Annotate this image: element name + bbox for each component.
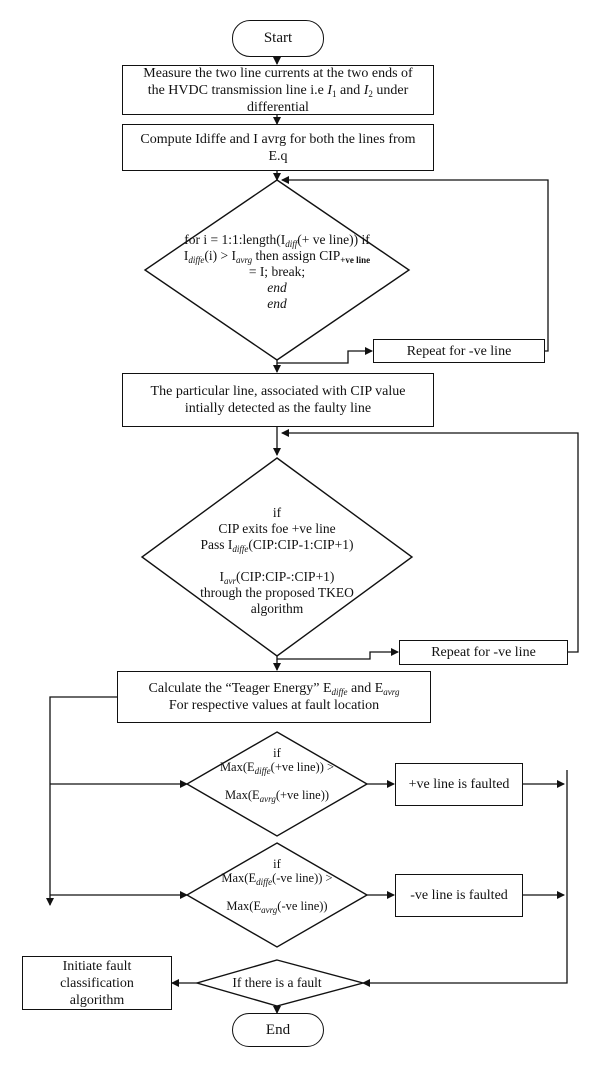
d1-sub-diffe: diffe [188, 255, 205, 265]
d3-line1: if [273, 746, 281, 760]
decision-negative-line-max [185, 842, 369, 948]
compute-line2: E.q [268, 148, 288, 164]
initiate-classification-box: Initiate fault classification algorithm [22, 956, 172, 1010]
start-terminal: Start [232, 20, 324, 57]
d3-line2: Max(E [219, 760, 255, 774]
d2-line5: through the proposed TKEO [200, 585, 354, 600]
initiate-line2: algorithm [69, 992, 125, 1008]
repeat-negative-line-box-1: Repeat for -ve line [373, 339, 545, 363]
decision-loop-positive-line [143, 179, 411, 361]
d1-line2-a: I [183, 248, 189, 263]
d1-line3: = I; break; [248, 264, 306, 279]
decision-fault-text: If there is a fault [232, 975, 322, 990]
teager-energy-box: Calculate the “Teager Energy” Ediffe and… [117, 671, 431, 723]
d1-sub-ve-line: +ve line [340, 255, 371, 265]
d2-line2: CIP exits foe +ve line [218, 521, 336, 536]
measure-line1: Measure the two line currents at the two… [143, 65, 413, 81]
d3-line3: Max(E [224, 788, 260, 802]
d1-line5: end [267, 296, 287, 311]
d2-line6: algorithm [250, 601, 304, 616]
measure-and: and [336, 82, 364, 98]
d3-sub-avrg: avrg [259, 794, 276, 804]
particular-line2: intially detected as the faulty line [184, 401, 372, 416]
d3-sub-diffe: diffe [254, 766, 271, 776]
particular-line1: The particular line, associated with CIP… [150, 384, 406, 399]
decision-is-fault [194, 959, 366, 1007]
d1-sub-avrg: avrg [235, 255, 253, 265]
measure-line2: the HVDC transmission line i.e [147, 82, 328, 98]
d3-line3-end: (+ve line)) [275, 788, 330, 802]
d4-line1: if [273, 857, 281, 871]
d2-line3: Pass I [200, 537, 233, 552]
teager-line1-mid: and E [347, 681, 384, 696]
d1-line1: for i = 1:1:length(I [184, 232, 286, 247]
decision-cip-text: if CIP exits foe +ve line Pass Idiffe(CI… [172, 505, 382, 617]
d4-line3: Max(E [226, 899, 262, 913]
measure-line3: differential [247, 99, 309, 115]
measure-line2-end: under [372, 82, 409, 98]
d4-line3-end: (-ve line)) [277, 899, 328, 913]
measure-currents-box: Measure the two line currents at the two… [122, 65, 434, 115]
positive-line-faulted-box: +ve line is faulted [395, 763, 523, 806]
teager-line1: Calculate the “Teager Energy” E [148, 681, 332, 696]
d2-line4: I [219, 569, 225, 584]
d1-line2-b: (i) > I [204, 248, 236, 263]
decision-cip-exists [140, 457, 414, 657]
d4-sub-avrg: avrg [261, 905, 278, 915]
teager-line2: For respective values at fault location [168, 698, 380, 713]
decision-loop-text: for i = 1:1:length(Idiff(+ ve line)) if … [170, 232, 384, 312]
d1-line4: end [267, 280, 287, 295]
decision-positive-line-max [185, 731, 369, 837]
particular-line-box: The particular line, associated with CIP… [122, 373, 434, 427]
d1-line1-end: (+ ve line)) if [297, 232, 370, 247]
d2-line4-end: (CIP:CIP-:CIP+1) [236, 569, 335, 584]
teager-sub-diffe: diffe [331, 687, 348, 697]
d3-line2-end: (+ve line)) > [270, 760, 335, 774]
d4-sub-diffe: diffe [256, 877, 273, 887]
subscript-2: 2 [368, 88, 373, 99]
compute-idiffe-box: Compute Idiffe and I avrg for both the l… [122, 124, 434, 171]
decision-positive-max-text: if Max(Ediffe(+ve line)) > Max(Eavrg(+ve… [212, 746, 342, 804]
current-symbol-2: I [363, 82, 369, 98]
d2-line1: if [272, 505, 282, 520]
end-terminal: End [232, 1013, 324, 1047]
d4-line2: Max(E [221, 871, 257, 885]
d4-line2-end: (-ve line)) > [272, 871, 333, 885]
teager-sub-avrg: avrg [383, 687, 400, 697]
d2-sub-diffe: diffe [232, 544, 249, 554]
d2-line3-end: (CIP:CIP-1:CIP+1) [248, 537, 354, 552]
d1-sub-diff: diff [285, 239, 298, 249]
decision-negative-max-text: if Max(Ediffe(-ve line)) > Max(Eavrg(-ve… [212, 857, 342, 915]
initiate-line1: Initiate fault classification [60, 958, 134, 991]
current-symbol-1: I [327, 82, 333, 98]
negative-line-faulted-box: -ve line is faulted [395, 874, 523, 917]
subscript-1: 1 [332, 88, 337, 99]
d2-sub-avr: avr [224, 576, 237, 586]
compute-line1: Compute Idiffe and I avrg for both the l… [140, 131, 416, 147]
repeat-negative-line-box-2: Repeat for -ve line [399, 640, 568, 665]
d1-line2-c: then assign CIP [252, 248, 341, 263]
